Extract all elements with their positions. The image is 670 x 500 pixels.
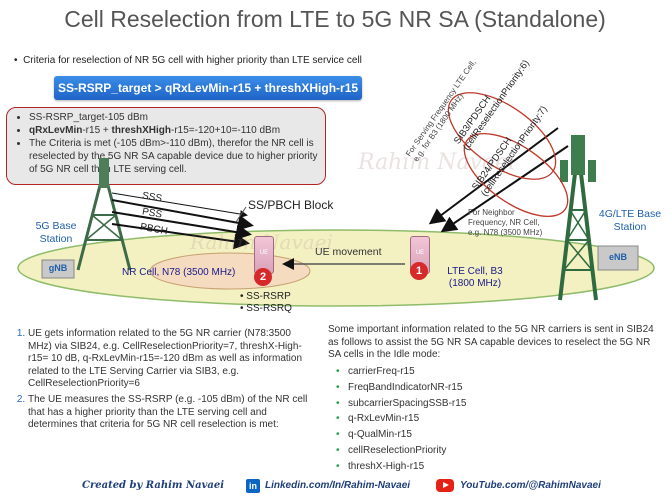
linkedin-icon: in: [246, 479, 260, 493]
sib24-param: FreqBandIndicatorNR-r15: [336, 382, 664, 395]
ss-rsrp-label: SS-RSRP: [246, 291, 291, 302]
pbch-arrow: [111, 223, 250, 250]
gnb-label: gNB: [48, 263, 68, 273]
sib24-arrow: [440, 145, 569, 233]
ss-pbch-block-label: SS/PBCH Block: [248, 198, 334, 212]
sib24-param: q-RxLevMin-r15: [336, 413, 664, 426]
ss-pbch-callout-line: [235, 206, 247, 223]
sib24-param: subcarrierSpacingSSB-r15: [336, 398, 664, 411]
sib3-callout: [447, 92, 557, 180]
steps-list: UE gets information related to the 5G NR…: [6, 328, 316, 435]
ss-rsrq-label: SS-RSRQ: [246, 303, 292, 314]
sib24-param: carrierFreq-r15: [336, 366, 664, 379]
5g-base-station-label: 5G Base Station: [35, 220, 77, 245]
ue-label: UE: [415, 250, 425, 256]
badge-lte: 1: [410, 262, 428, 280]
pss-arrow: [111, 211, 252, 240]
calc-threshxhigh: threshXHigh: [111, 125, 171, 136]
lte-base-station-label: 4G/LTE Base Station: [598, 208, 662, 233]
sib24-param: threshX-High-r15: [336, 461, 664, 474]
calc-mid: -r15 +: [82, 125, 112, 136]
criteria-text: • Criteria for reselection of NR 5G cell…: [14, 55, 362, 66]
calc-qrxlevmin: qRxLevMin: [29, 125, 83, 136]
sib3-arrow: [428, 127, 559, 225]
formula-banner: SS-RSRP_target > qRxLevMin-r15 + threshX…: [54, 76, 362, 100]
step-2: The UE measures the SS-RSRP (e.g. -105 d…: [28, 394, 316, 432]
measurement-list: • SS-RSRP • SS-RSRQ: [240, 291, 292, 315]
nr-cell-label: NR Cell, N78 (3500 MHz): [122, 267, 236, 278]
enb-label: eNB: [608, 252, 627, 262]
ue-device-nr: UE: [254, 236, 274, 274]
gnb-box: [41, 259, 75, 279]
youtube-link[interactable]: YouTube.com/@RahimNavaei: [460, 480, 601, 491]
step-1: UE gets information related to the 5G NR…: [28, 328, 316, 391]
badge-nr: 2: [254, 268, 272, 286]
created-by: Created by Rahim Navaei: [82, 480, 225, 491]
bullet-icon: •: [14, 55, 24, 66]
sib24-callout: [463, 132, 569, 218]
page-title: Cell Reselection from LTE to 5G NR SA (S…: [64, 6, 606, 32]
calc-line-1: SS-RSRP_target-105 dBm: [29, 111, 325, 124]
youtube-icon: [436, 479, 454, 492]
ue-label: UE: [259, 250, 269, 256]
5g-tower-icon: [76, 158, 132, 271]
sib24-param: q-QualMin-r15: [336, 429, 664, 442]
ss-rsrp-item: • SS-RSRP: [240, 291, 291, 302]
linkedin-link[interactable]: Linkedin.com/In/Rahim-Navaei: [265, 480, 411, 491]
lte-coverage-area: [17, 229, 655, 307]
lte-cell-label: LTE Cell, B3 (1800 MHz): [447, 266, 503, 289]
ue-movement-label: UE movement: [315, 246, 382, 258]
lte-tower-icon: [558, 135, 598, 301]
calculation-box: SS-RSRP_target-105 dBm qRxLevMin-r15 + t…: [6, 107, 326, 185]
sib24-intro: Some important information related to th…: [328, 324, 654, 361]
watermark: Rahim Navaei: [358, 150, 516, 175]
network-diagram: [17, 92, 655, 307]
sib24-info: Some important information related to th…: [328, 324, 664, 477]
calc-rest: -r15=-120+10=-110 dBm: [170, 125, 281, 136]
calc-line-2: qRxLevMin-r15 + threshXHigh-r15=-120+10=…: [29, 124, 325, 137]
neighbor-frequency-note: For Neighbor Frequency, NR Cell, e.g. N7…: [468, 208, 543, 237]
sss-arrow: [111, 199, 254, 231]
enb-box: [597, 245, 639, 271]
footer: Created by Rahim Navaei in Linkedin.com/…: [0, 474, 670, 500]
ss-rsrq-item: • SS-RSRQ: [240, 303, 292, 314]
criteria-label: Criteria for reselection of NR 5G cell w…: [23, 55, 362, 66]
sib24-param: cellReselectionPriority: [336, 445, 664, 458]
